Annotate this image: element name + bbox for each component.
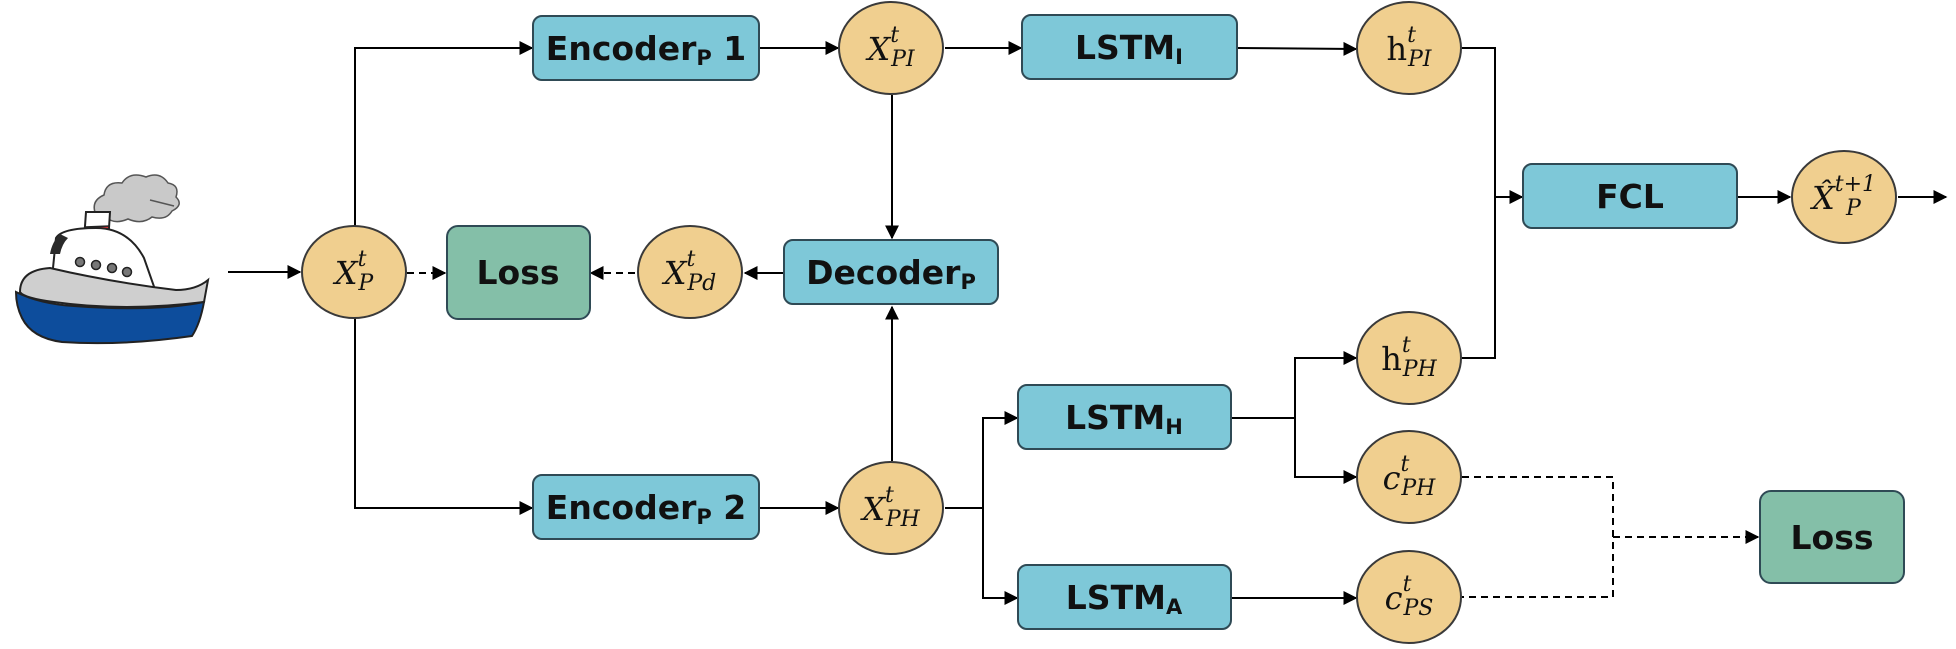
arrow-lstmi-to-hpi [1237,41,1358,56]
arrow-xp-to-encoder2 [354,318,534,515]
box-encoder1: EncoderP 1 [532,15,760,81]
node-hph-circle [1356,311,1462,405]
fcl-label: FCL [1596,177,1664,216]
encoder2-label: EncoderP 2 [546,488,746,529]
lstm-i-rect [1021,14,1238,80]
encoder1-rect [532,15,760,81]
decoder-rect [783,239,999,305]
loss-mid-label: Loss [477,253,560,292]
lstm-a-rect [1017,564,1232,630]
box-loss-mid: Loss [446,225,591,320]
ship-icon [14,174,210,345]
node-xpd-circle [637,225,743,319]
decoder-label: DecoderP [806,253,976,294]
box-lstm-h: LSTMH [1017,384,1232,450]
encoder2-rect [532,474,760,540]
arrow-xp-to-encoder1 [354,41,534,226]
node-xpi-circle [838,1,944,95]
arrow-xph-to-lstmh [982,411,1019,508]
line-cph-dashed [1462,476,1614,598]
box-loss-right: Loss [1759,490,1905,584]
node-hpi-circle [1356,1,1462,95]
fcl-rect [1522,163,1738,229]
node-xhat-circle [1791,150,1897,244]
loss-mid-rect [446,225,591,320]
box-decoder: DecoderP [783,239,999,305]
arrow-lstmh-to-hph [1294,351,1358,418]
arrow-xph-to-lstma [982,508,1019,605]
loss-right-rect [1759,490,1905,584]
connectors [228,41,1948,605]
lstm-a-label: LSTMA [1066,578,1183,619]
arrow-lstmh-to-cph [1294,418,1358,484]
box-fcl: FCL [1522,163,1738,229]
box-encoder2: EncoderP 2 [532,474,760,540]
box-lstm-i: LSTMI [1021,14,1238,80]
lstm-i-label: LSTMI [1075,28,1183,69]
node-xph-circle [838,461,944,555]
node-cph-circle [1356,430,1462,524]
line-hpi-to-merge [1462,47,1496,359]
node-xp-circle [301,225,407,319]
lstm-h-rect [1017,384,1232,450]
loss-right-label: Loss [1791,518,1874,557]
box-lstm-a: LSTMA [1017,564,1232,630]
encoder1-label: EncoderP 1 [546,29,746,70]
lstm-h-label: LSTMH [1065,398,1183,439]
node-cps-circle [1356,550,1462,644]
